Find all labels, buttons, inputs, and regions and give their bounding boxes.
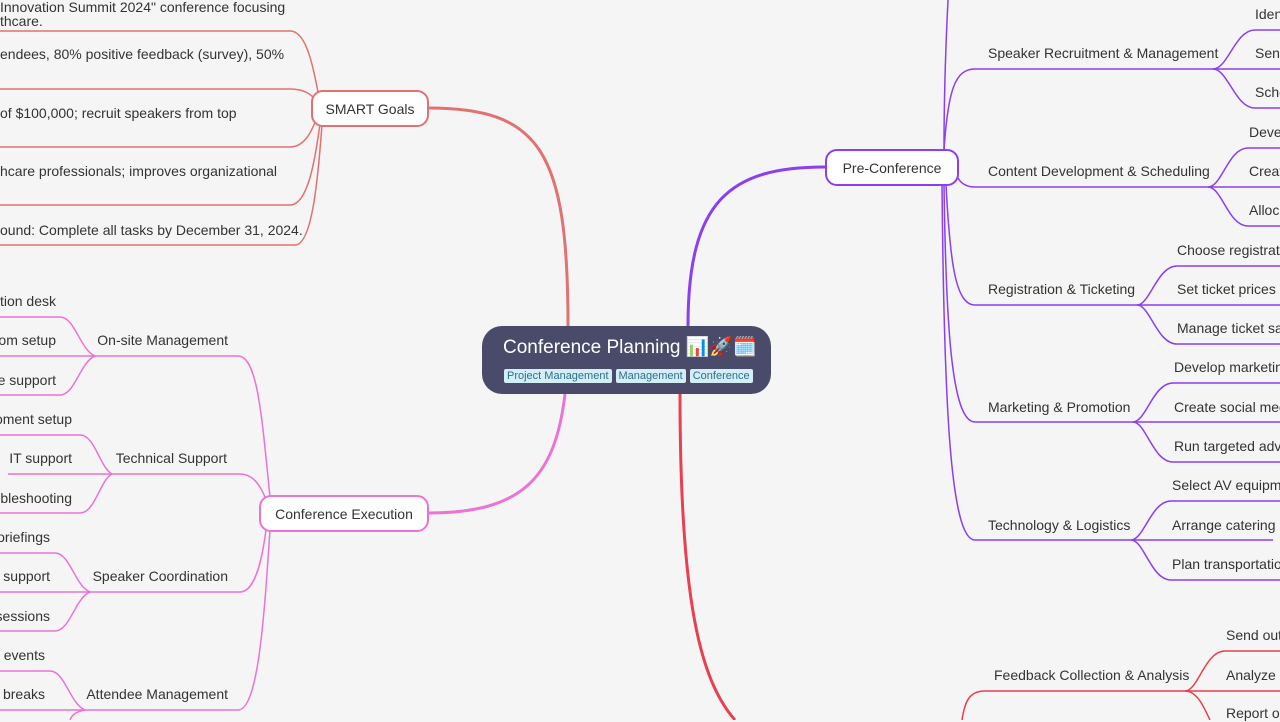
pre-item[interactable]: Manage ticket sal: [1177, 320, 1280, 336]
pre-group-registration[interactable]: Registration & Ticketing: [988, 281, 1136, 297]
link-exec: [427, 393, 567, 515]
post-item[interactable]: Report o: [1226, 705, 1280, 721]
pre-group-technology[interactable]: Technology & Logistics: [988, 517, 1131, 533]
central-title: Conference Planning 📊🚀🗓️: [503, 337, 757, 358]
exec-group-technical[interactable]: Technical Support: [115, 450, 227, 466]
exec-item[interactable]: sessions: [0, 608, 50, 624]
post-group-feedback[interactable]: Feedback Collection & Analysis: [994, 667, 1190, 683]
pre-item[interactable]: Select AV equipme: [1172, 477, 1280, 493]
tag[interactable]: Management: [615, 369, 686, 383]
pre-group-marketing[interactable]: Marketing & Promotion: [988, 399, 1131, 415]
smart-goal-item[interactable]: thcare.: [0, 13, 43, 29]
pre-group-links: [941, 0, 1280, 581]
exec-item[interactable]: e breaks: [0, 686, 45, 702]
exec-group-links: [0, 316, 271, 720]
pre-item[interactable]: Sche: [1255, 84, 1280, 100]
pre-item[interactable]: Plan transportatio: [1172, 556, 1280, 572]
exec-item[interactable]: bleshooting: [0, 490, 72, 506]
post-group-links: [961, 650, 1280, 720]
pre-conference-node[interactable]: Pre-Conference: [825, 149, 959, 186]
exec-item[interactable]: tion desk: [0, 293, 56, 309]
pre-group-content[interactable]: Content Development & Scheduling: [988, 163, 1210, 179]
exec-group-attendee[interactable]: Attendee Management: [86, 686, 228, 702]
pre-item[interactable]: Senc: [1255, 45, 1280, 61]
exec-item[interactable]: om setup: [0, 332, 56, 348]
pre-group-speaker[interactable]: Speaker Recruitment & Management: [988, 45, 1219, 61]
pre-item[interactable]: Set ticket prices &: [1177, 281, 1280, 297]
smart-goal-item[interactable]: ound: Complete all tasks by December 31,…: [0, 222, 303, 238]
link-smart: [427, 106, 570, 327]
pre-item[interactable]: Arrange catering: [1172, 517, 1276, 533]
exec-item[interactable]: g events: [0, 647, 45, 663]
pre-item[interactable]: Deve: [1249, 124, 1280, 140]
exec-item[interactable]: IT support: [9, 450, 72, 466]
smart-leaf-links: [0, 30, 323, 246]
exec-item[interactable]: oriefings: [0, 529, 50, 545]
pre-item[interactable]: Run targeted adve: [1174, 438, 1280, 454]
post-item[interactable]: Send out: [1226, 627, 1280, 643]
smart-goal-item[interactable]: hcare professionals; improves organizati…: [0, 163, 278, 179]
pre-item[interactable]: Iden: [1255, 6, 1280, 22]
pre-item[interactable]: Choose registratio: [1177, 242, 1280, 258]
exec-group-onsite[interactable]: On-site Management: [97, 332, 228, 348]
smart-goals-node[interactable]: SMART Goals: [311, 90, 429, 127]
tag-list: Project Management Management Conference: [504, 369, 753, 383]
link-post: [678, 393, 737, 720]
tag[interactable]: Project Management: [504, 369, 612, 383]
link-pre: [686, 165, 826, 327]
pre-item[interactable]: Create social med: [1174, 399, 1280, 415]
smart-goal-item[interactable]: endees, 80% positive feedback (survey), …: [0, 46, 285, 62]
conference-execution-node[interactable]: Conference Execution: [259, 495, 429, 532]
exec-item[interactable]: e support: [0, 372, 56, 388]
exec-item[interactable]: oment setup: [0, 411, 72, 427]
pre-item[interactable]: Alloc: [1249, 202, 1280, 218]
pre-item[interactable]: Develop marketin: [1174, 359, 1280, 375]
smart-goal-item[interactable]: of $100,000; recruit speakers from top: [0, 105, 237, 121]
central-node[interactable]: Conference Planning 📊🚀🗓️ Project Managem…: [482, 326, 771, 394]
exec-item[interactable]: support: [3, 568, 50, 584]
smart-goal-item[interactable]: Innovation Summit 2024" conference focus…: [0, 0, 286, 15]
exec-group-speaker[interactable]: Speaker Coordination: [92, 568, 228, 584]
pre-item[interactable]: Creat: [1249, 163, 1280, 179]
post-item[interactable]: Analyze s: [1226, 667, 1280, 683]
tag[interactable]: Conference: [689, 369, 753, 383]
